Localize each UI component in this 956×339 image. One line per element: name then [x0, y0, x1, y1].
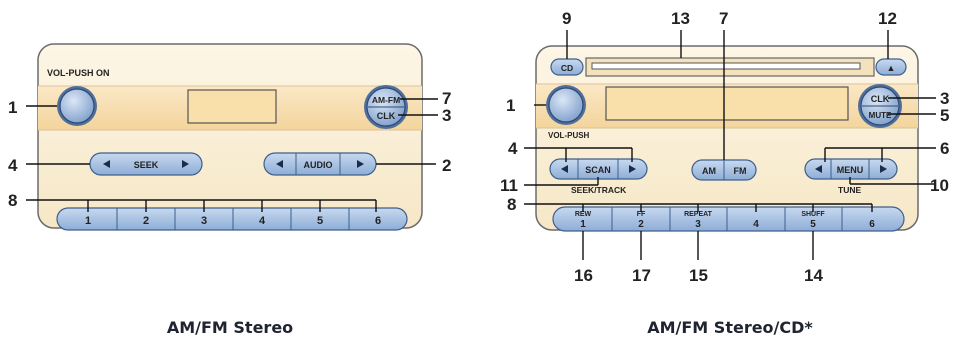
right-display-window: [605, 86, 849, 121]
tune-left-arrow-icon: [815, 165, 822, 173]
preset-number: 3: [201, 215, 207, 227]
callout-10: 10: [930, 176, 949, 195]
preset-number: 5: [317, 215, 323, 227]
callout-8: 8: [507, 195, 516, 214]
display-window: [187, 89, 277, 124]
callout-4: 4: [8, 156, 18, 175]
menu-label: MENU: [837, 165, 864, 175]
preset-number: 3: [695, 219, 701, 230]
preset-number: 1: [580, 219, 586, 230]
eject-button[interactable]: ▲: [875, 58, 907, 76]
preset-function: FF: [637, 211, 646, 218]
clk-label: CLK: [871, 94, 890, 104]
clk-mute-button[interactable]: CLK MUTE: [858, 84, 902, 128]
callout-15: 15: [689, 266, 708, 285]
callout-13: 13: [671, 9, 690, 28]
callout-1: 1: [8, 98, 17, 117]
eject-icon: ▲: [887, 63, 896, 73]
scan-label: SCAN: [585, 165, 611, 175]
cd-slot: [585, 57, 875, 77]
left-preset-5[interactable]: 5: [317, 215, 323, 227]
callout-2: 2: [442, 156, 451, 175]
seek-label: SEEK: [134, 160, 159, 170]
right-radio-caption: AM/FM Stereo/CD*: [647, 318, 813, 337]
callout-3: 3: [442, 106, 451, 125]
preset-number: 4: [259, 215, 266, 227]
tune-right-arrow-icon: [880, 165, 887, 173]
callout-1: 1: [506, 96, 515, 115]
audio-right-arrow-icon: [357, 160, 364, 168]
right-preset-1[interactable]: REW 1: [575, 211, 592, 230]
callout-6: 6: [940, 139, 949, 158]
callout-12: 12: [878, 9, 897, 28]
callout-9: 9: [562, 9, 571, 28]
callout-7: 7: [442, 89, 451, 108]
right-preset-6[interactable]: 6: [869, 219, 875, 230]
volume-knob[interactable]: [57, 86, 97, 126]
clk-label: CLK: [377, 111, 396, 121]
left-preset-bar: [56, 207, 408, 231]
left-preset-2[interactable]: 2: [143, 215, 149, 227]
seek-right-arrow-icon: [629, 165, 636, 173]
right-preset-4[interactable]: 4: [753, 219, 759, 230]
cd-label: CD: [561, 63, 573, 73]
left-preset-4[interactable]: 4: [259, 215, 266, 227]
preset-number: 4: [753, 219, 759, 230]
seek-track-label: SEEK/TRACK: [571, 185, 627, 195]
cd-button[interactable]: CD: [550, 58, 584, 76]
right-preset-3[interactable]: REPEAT 3: [684, 211, 713, 230]
seek-track-scan-button[interactable]: SCAN: [549, 158, 648, 180]
preset-number: 6: [375, 215, 381, 227]
callout-8: 8: [8, 191, 17, 210]
preset-function: SHUFF: [801, 211, 825, 218]
preset-number: 6: [869, 219, 875, 230]
preset-function: REW: [575, 211, 592, 218]
right-preset-5[interactable]: SHUFF 5: [801, 211, 825, 230]
callout-5: 5: [940, 106, 949, 125]
vol-push-on-label: VOL-PUSH ON: [47, 68, 110, 78]
fm-label: FM: [734, 166, 747, 176]
seek-button[interactable]: SEEK: [89, 152, 203, 176]
left-callouts: [26, 98, 438, 212]
amfm-label: AM-FM: [372, 95, 400, 105]
callout-7: 7: [719, 9, 728, 28]
preset-number: 5: [810, 219, 816, 230]
seek-left-arrow-icon: [103, 160, 110, 168]
vol-push-label: VOL-PUSH: [548, 131, 590, 140]
preset-number: 2: [638, 219, 644, 230]
callout-3: 3: [940, 89, 949, 108]
callout-17: 17: [632, 266, 651, 285]
seek-left-arrow-icon: [561, 165, 568, 173]
preset-number: 1: [85, 215, 91, 227]
right-callouts: [524, 30, 936, 260]
left-preset-1[interactable]: 1: [85, 215, 91, 227]
tune-menu-button[interactable]: MENU: [804, 158, 898, 180]
seek-right-arrow-icon: [182, 160, 189, 168]
preset-number: 2: [143, 215, 149, 227]
am-label: AM: [702, 166, 716, 176]
tune-label: TUNE: [838, 185, 861, 195]
am-fm-button[interactable]: AM FM: [691, 159, 757, 181]
preset-function: REPEAT: [684, 211, 713, 218]
callout-16: 16: [574, 266, 593, 285]
callout-4: 4: [508, 139, 518, 158]
mute-label: MUTE: [869, 111, 892, 120]
left-preset-3[interactable]: 3: [201, 215, 207, 227]
left-preset-6[interactable]: 6: [375, 215, 381, 227]
right-preset-bar: [552, 206, 905, 232]
callout-14: 14: [804, 266, 823, 285]
right-preset-2[interactable]: FF 2: [637, 211, 646, 230]
audio-button[interactable]: AUDIO: [263, 152, 377, 176]
callout-11: 11: [500, 176, 518, 195]
left-radio-caption: AM/FM Stereo: [166, 318, 294, 337]
amfm-clk-button[interactable]: AM-FM CLK: [364, 85, 408, 129]
right-volume-knob[interactable]: [546, 85, 586, 125]
audio-label: AUDIO: [304, 160, 333, 170]
audio-left-arrow-icon: [276, 160, 283, 168]
